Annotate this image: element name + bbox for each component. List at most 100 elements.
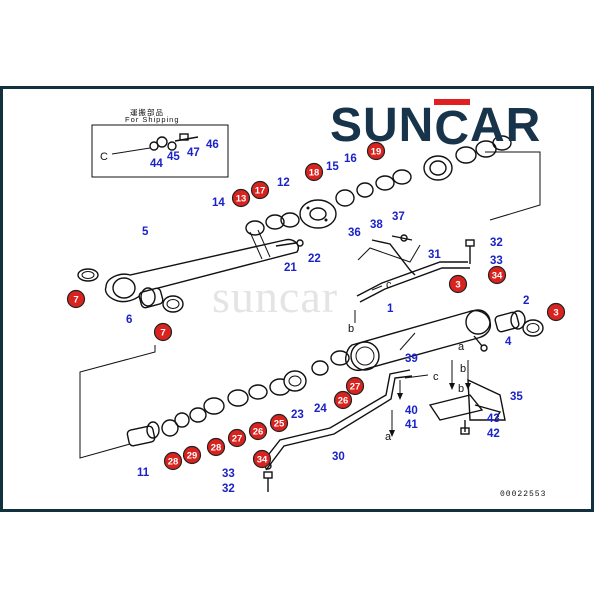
badge-b3b: 3: [553, 308, 558, 319]
label-39: 39: [405, 353, 418, 365]
label-32-top: 32: [490, 237, 503, 249]
cylinder-tube-1: [345, 309, 492, 372]
label-47: 47: [187, 147, 200, 159]
badge-b27b: 27: [350, 382, 361, 393]
badge-b26b: 26: [338, 396, 349, 407]
letter-a-1: a: [385, 431, 392, 443]
reference-letters: b c c a a b b C: [100, 151, 466, 443]
badge-b25-circle: [269, 413, 289, 433]
label-40: 40: [405, 405, 418, 417]
lower-seal-row: [126, 350, 350, 447]
label-16: 16: [344, 153, 357, 165]
shipping-title-en: For Shipping: [125, 115, 180, 124]
label-37: 37: [392, 211, 405, 223]
badge-b29-circle: [182, 445, 202, 465]
logo-text-c: C: [434, 99, 471, 153]
badge-b7a-circle: [66, 289, 86, 309]
badge-b34a: 34: [492, 271, 503, 282]
label-4: 4: [505, 336, 512, 348]
hydraulic-pipe-30: [261, 369, 413, 471]
badge-b29: 29: [187, 451, 198, 462]
label-6: 6: [126, 314, 132, 326]
badge-b17-circle: [250, 180, 270, 200]
label-38: 38: [370, 219, 383, 231]
letter-a-2: a: [458, 341, 465, 353]
clamp-35: [428, 378, 506, 421]
badge-b3a: 3: [455, 280, 460, 291]
letter-b-1: b: [348, 323, 354, 335]
part-number-labels: 1 2 4 5 6 11 12 14 15 16 21 22 23 24 30 …: [126, 139, 529, 495]
badge-b19-circle: [366, 141, 386, 161]
label-23: 23: [291, 409, 304, 421]
letter-c-1: c: [386, 279, 392, 291]
letter-c-2: c: [433, 371, 439, 383]
cylinder-head-gland: [423, 155, 453, 181]
badge-b13-circle: [231, 188, 251, 208]
label-31: 31: [428, 249, 441, 261]
label-15: 15: [326, 161, 339, 173]
badge-b7b: 7: [160, 328, 165, 339]
bushing-6: [138, 287, 164, 309]
badge-b27a: 27: [232, 434, 243, 445]
label-14: 14: [212, 197, 225, 209]
badge-b17: 17: [255, 186, 266, 197]
badge-b28b-circle: [163, 451, 183, 471]
badge-b19: 19: [371, 147, 382, 158]
badge-b26a-circle: [248, 421, 268, 441]
letter-b-2: b: [460, 363, 466, 375]
logo-text-suffix: AR: [470, 99, 542, 152]
badge-b28b: 28: [168, 457, 179, 468]
label-11: 11: [137, 467, 150, 479]
badge-b34b: 34: [257, 455, 268, 466]
label-44: 44: [150, 158, 163, 170]
badge-b18-circle: [304, 162, 324, 182]
watermark-text: suncar: [212, 271, 338, 322]
badge-b28a-circle: [206, 437, 226, 457]
label-24: 24: [314, 403, 327, 415]
badge-b27a-circle: [227, 428, 247, 448]
letter-c-3: C: [100, 151, 108, 163]
badge-b7a: 7: [73, 295, 78, 306]
badge-b3a-circle: [448, 274, 468, 294]
label-32-bottom: 32: [222, 483, 235, 495]
label-33-top: 33: [490, 255, 503, 267]
badge-b34a-circle: [487, 265, 507, 285]
label-21: 21: [284, 262, 297, 274]
hydraulic-pipe-31: [356, 239, 470, 303]
badge-b3b-circle: [546, 302, 566, 322]
label-5: 5: [142, 226, 149, 238]
label-33-bottom: 33: [222, 468, 235, 480]
logo-text-prefix: SUN: [330, 99, 435, 152]
badge-b25: 25: [274, 419, 285, 430]
label-1: 1: [387, 303, 394, 315]
badge-b13: 13: [236, 194, 247, 205]
label-22: 22: [308, 253, 321, 265]
shipping-inset-box: [91, 124, 229, 178]
label-2: 2: [523, 295, 529, 307]
badge-b26b-circle: [333, 390, 353, 410]
label-35: 35: [510, 391, 523, 403]
badge-b34b-circle: [252, 449, 272, 469]
label-46: 46: [206, 139, 219, 151]
drawing-code: 00022553: [500, 490, 547, 499]
badge-b26a: 26: [253, 427, 264, 438]
label-42: 42: [487, 428, 500, 440]
label-12: 12: [277, 177, 290, 189]
badge-b27b-circle: [345, 376, 365, 396]
label-41: 41: [405, 419, 418, 431]
letter-b-3: b: [458, 383, 464, 395]
label-43: 43: [487, 413, 500, 425]
badge-b28a: 28: [211, 443, 222, 454]
label-36: 36: [348, 227, 361, 239]
label-30: 30: [332, 451, 345, 463]
badge-b18: 18: [309, 168, 320, 179]
label-45: 45: [167, 151, 180, 163]
badge-b7b-circle: [153, 322, 173, 342]
shipping-title-native: 運搬部品: [130, 108, 164, 117]
piston-head-12: [299, 199, 337, 229]
suncar-logo: SUN C AR: [330, 96, 541, 156]
shipping-bolt-icon: [149, 133, 199, 151]
